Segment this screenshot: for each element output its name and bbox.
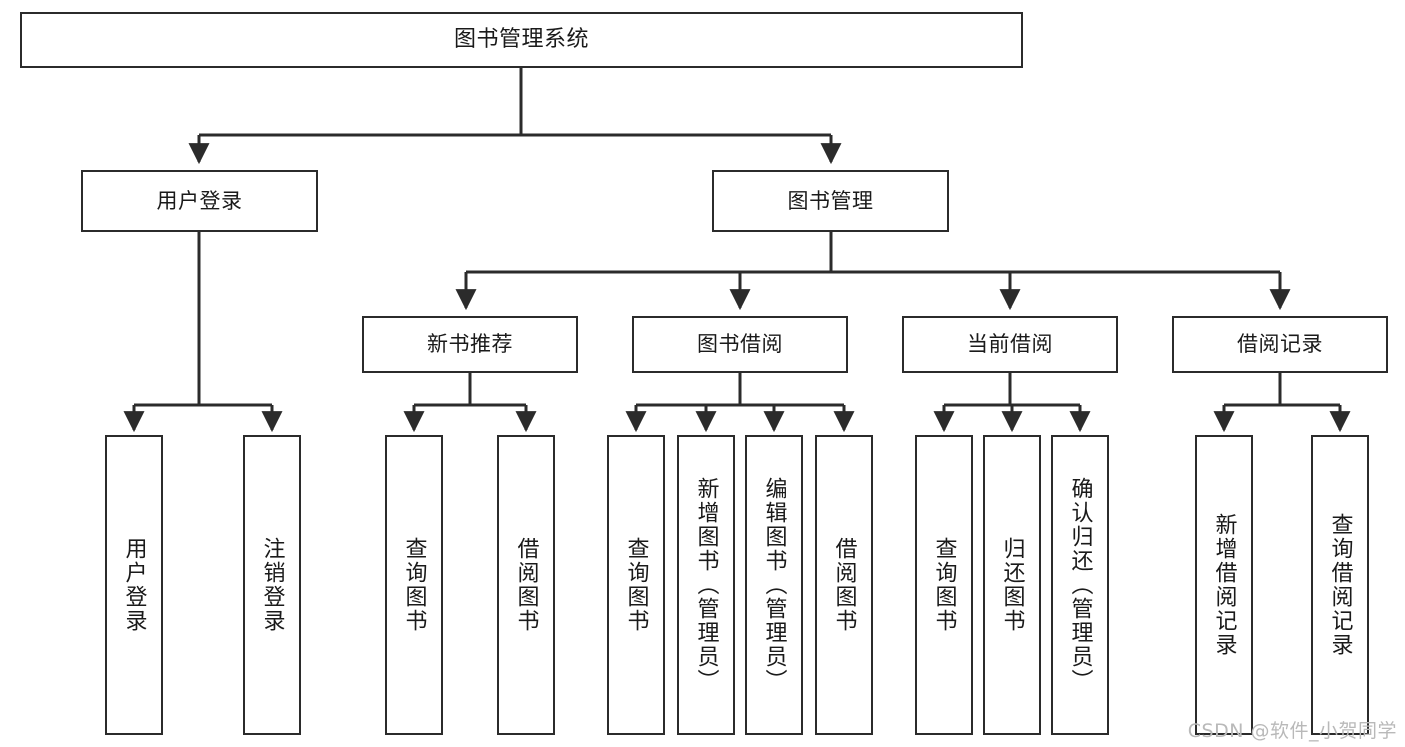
node-label: 新增借阅记录 bbox=[1211, 513, 1237, 657]
leaf-confirm-return-admin[interactable]: 确认归还（管理员） bbox=[1051, 435, 1109, 735]
leaf-edit-book-admin[interactable]: 编辑图书（管理员） bbox=[745, 435, 803, 735]
leaf-return-books[interactable]: 归还图书 bbox=[983, 435, 1041, 735]
node-book-management[interactable]: 图书管理 bbox=[712, 170, 949, 232]
leaf-query-books-new[interactable]: 查询图书 bbox=[385, 435, 443, 735]
leaf-user-login[interactable]: 用户登录 bbox=[105, 435, 163, 735]
leaf-add-borrow-record[interactable]: 新增借阅记录 bbox=[1195, 435, 1253, 735]
node-label: 查询图书 bbox=[623, 537, 649, 633]
node-label: 借阅记录 bbox=[1237, 332, 1323, 357]
leaf-borrow-books-new[interactable]: 借阅图书 bbox=[497, 435, 555, 735]
node-label: 图书管理 bbox=[787, 188, 874, 213]
node-label: 新增图书（管理员） bbox=[693, 477, 719, 693]
node-label: 查询图书 bbox=[931, 537, 957, 633]
node-label: 查询借阅记录 bbox=[1327, 513, 1353, 657]
leaf-query-borrow-record[interactable]: 查询借阅记录 bbox=[1311, 435, 1369, 735]
node-borrow-records[interactable]: 借阅记录 bbox=[1172, 316, 1388, 373]
node-label: 用户登录 bbox=[121, 537, 147, 633]
leaf-query-books-current[interactable]: 查询图书 bbox=[915, 435, 973, 735]
node-label: 借阅图书 bbox=[513, 537, 539, 633]
node-label: 用户登录 bbox=[156, 188, 243, 213]
node-label: 新书推荐 bbox=[427, 332, 513, 357]
node-label: 当前借阅 bbox=[967, 332, 1053, 357]
node-new-book-recommend[interactable]: 新书推荐 bbox=[362, 316, 578, 373]
node-label: 图书借阅 bbox=[697, 332, 783, 357]
leaf-add-book-admin[interactable]: 新增图书（管理员） bbox=[677, 435, 735, 735]
leaf-logout-login[interactable]: 注销登录 bbox=[243, 435, 301, 735]
node-label: 查询图书 bbox=[401, 537, 427, 633]
node-label: 注销登录 bbox=[259, 537, 285, 633]
node-label: 归还图书 bbox=[999, 537, 1025, 633]
leaf-borrow-books[interactable]: 借阅图书 bbox=[815, 435, 873, 735]
node-root-system[interactable]: 图书管理系统 bbox=[20, 12, 1023, 68]
leaf-query-books-borrow[interactable]: 查询图书 bbox=[607, 435, 665, 735]
node-user-login[interactable]: 用户登录 bbox=[81, 170, 318, 232]
node-label: 图书管理系统 bbox=[453, 27, 589, 53]
node-label: 确认归还（管理员） bbox=[1067, 477, 1093, 693]
node-label: 编辑图书（管理员） bbox=[761, 477, 787, 693]
node-current-borrow[interactable]: 当前借阅 bbox=[902, 316, 1118, 373]
node-book-borrow[interactable]: 图书借阅 bbox=[632, 316, 848, 373]
node-label: 借阅图书 bbox=[831, 537, 857, 633]
